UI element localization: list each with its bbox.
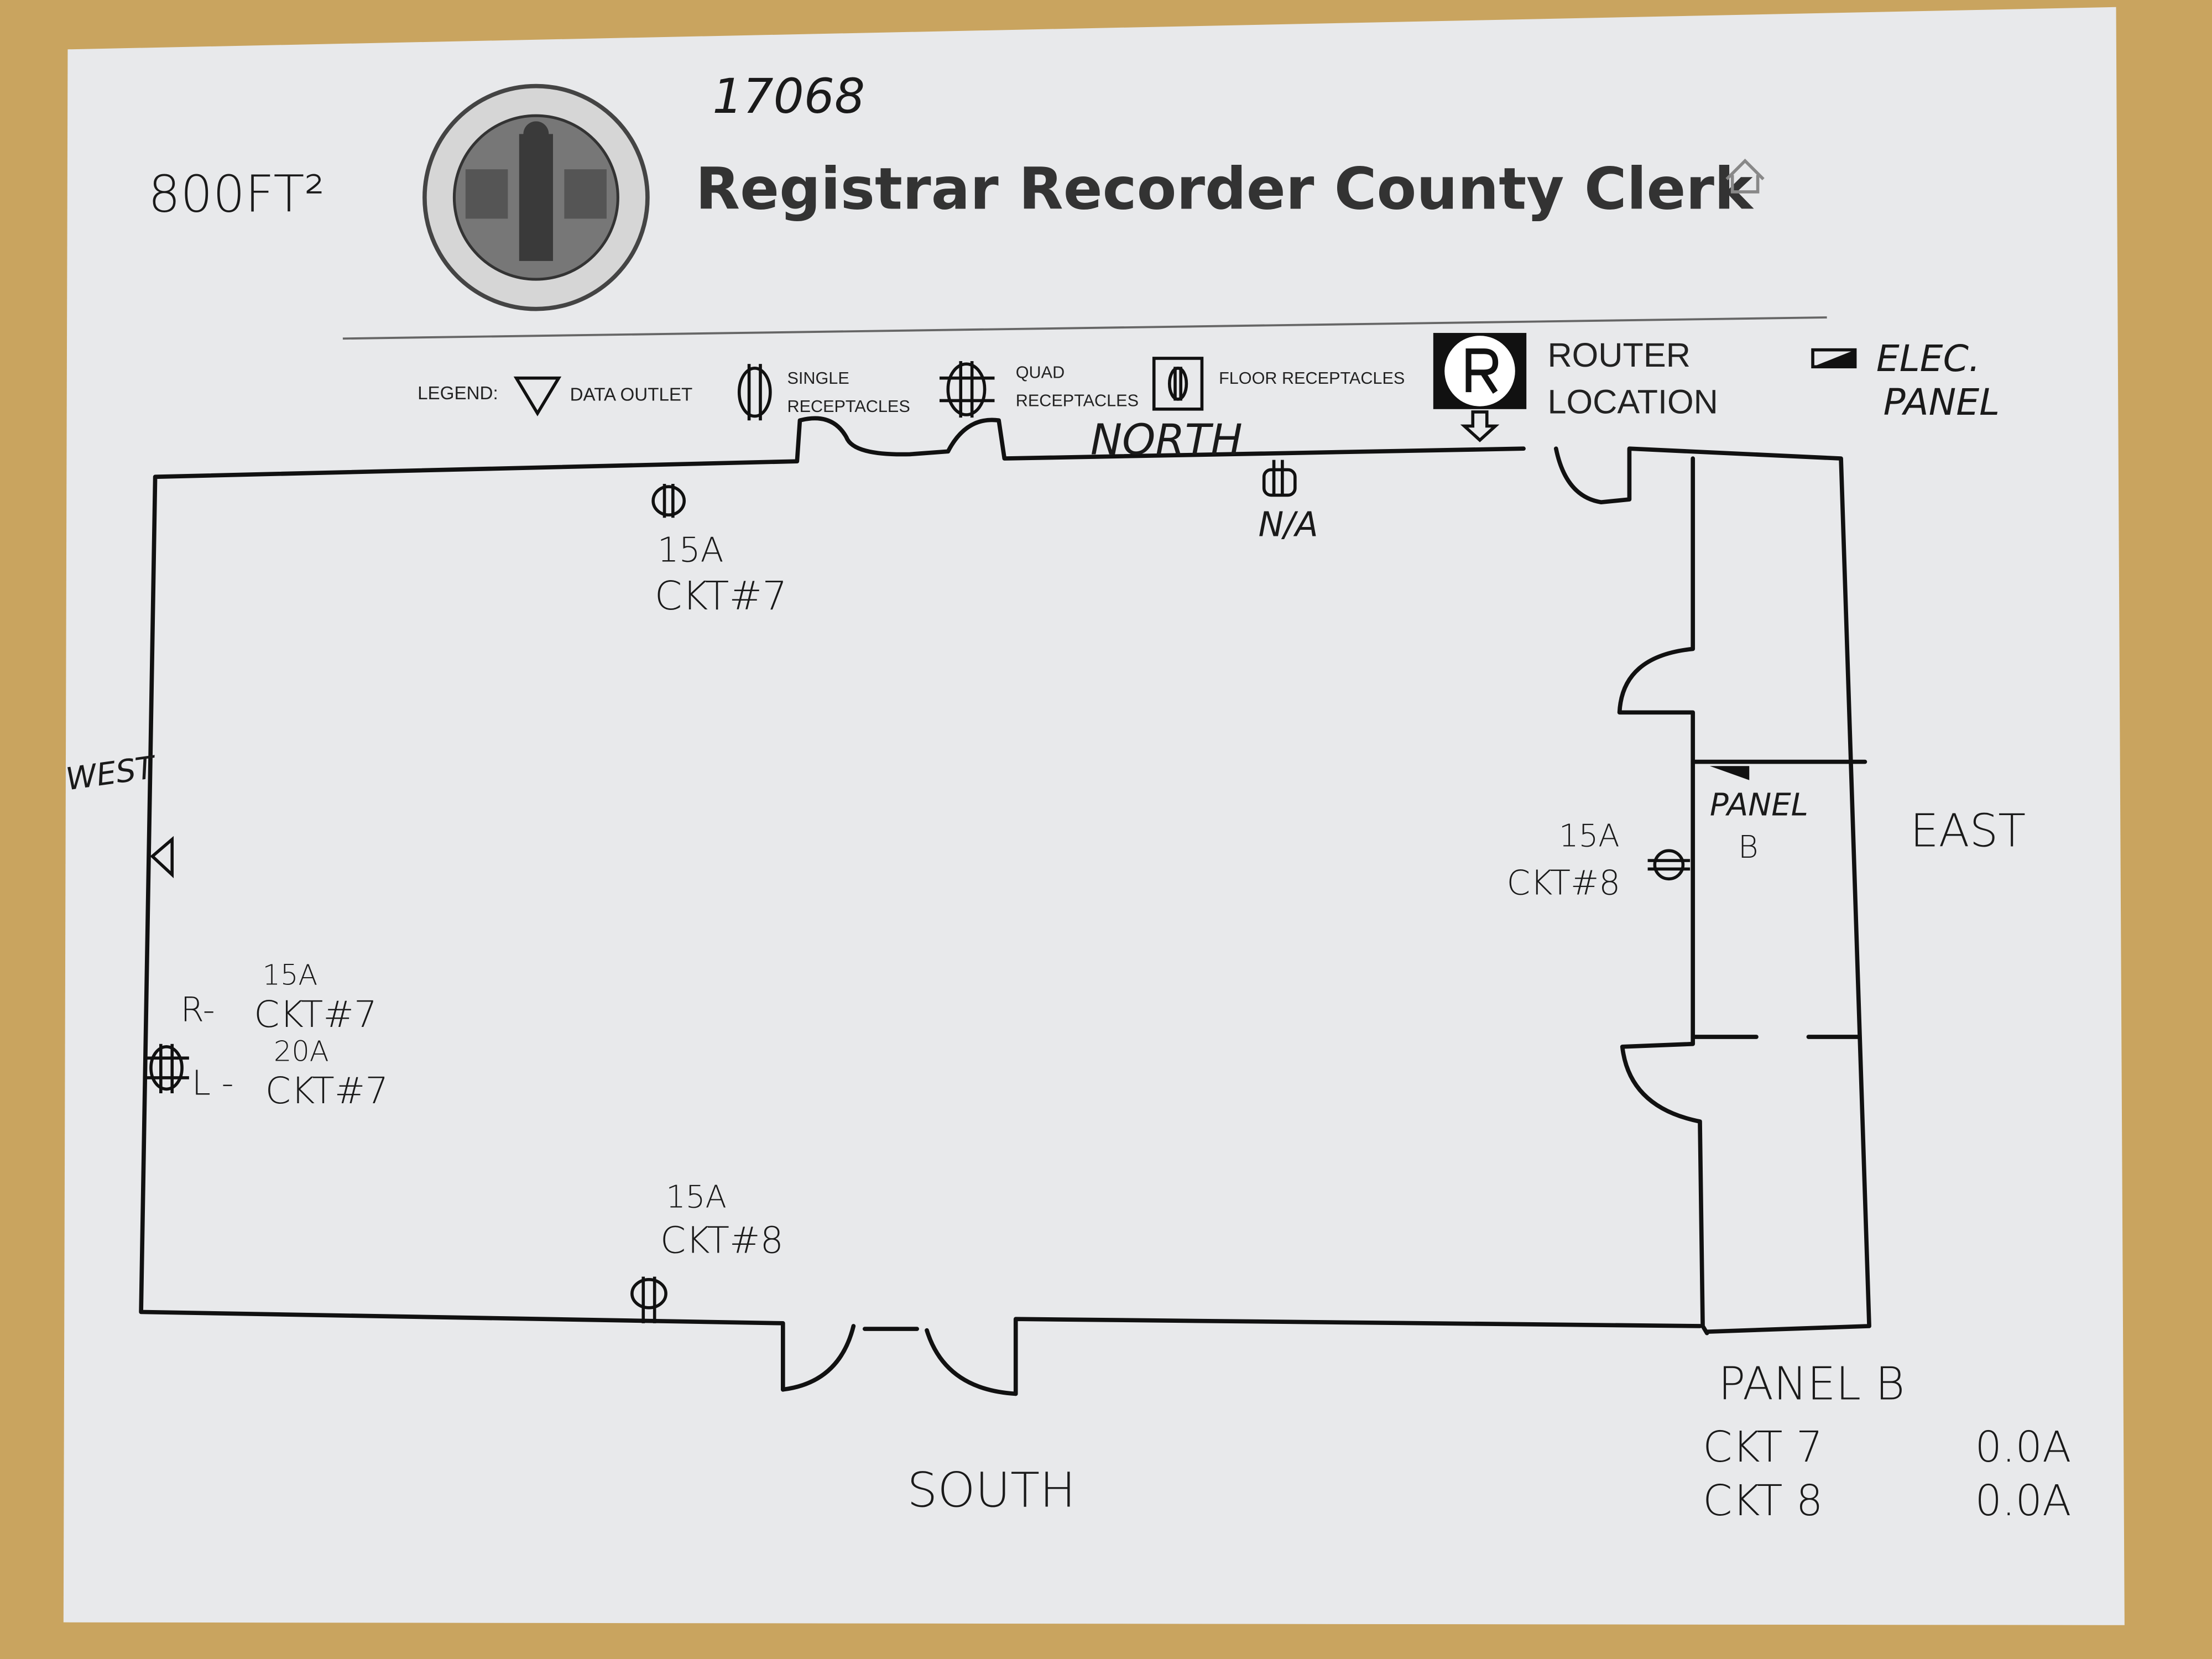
quad-receptacle-icon <box>939 361 995 418</box>
single-receptacle-icon <box>737 364 772 421</box>
legend-panel-line2: PANEL <box>1884 380 2000 424</box>
west-l-amp: 20A <box>274 1035 329 1068</box>
legend-data-outlet: DATA OUTLET <box>570 384 693 405</box>
legend-router-line1: ROUTER <box>1547 336 1690 374</box>
data-outlet-west <box>150 836 174 879</box>
south-amp: 15A <box>666 1180 727 1215</box>
panel-b-label-1: PANEL <box>1710 787 1808 823</box>
single-receptacle-south <box>630 1276 667 1323</box>
page-title: Registrar Recorder County Clerk <box>696 155 1754 223</box>
north-rec-ckt: CKT#7 <box>655 573 787 619</box>
legend-floor: FLOOR RECEPTACLES <box>1219 369 1405 388</box>
east-amp: 15A <box>1559 818 1620 854</box>
single-receptacle-north <box>651 484 686 518</box>
legend-quad-line1: QUAD <box>1016 363 1065 382</box>
quad-receptacle-west <box>144 1044 189 1094</box>
south-label: SOUTH <box>907 1462 1076 1518</box>
west-r-amp: 15A <box>262 959 317 992</box>
elec-panel-b-icon <box>1709 766 1750 780</box>
panel-b-label-2: B <box>1738 830 1759 865</box>
panel-row-ckt8-load: 0.0A <box>1975 1477 2071 1526</box>
panel-row-ckt7-load: 0.0A <box>1975 1423 2071 1472</box>
router-icon <box>1433 333 1527 442</box>
panel-table-title: PANEL B <box>1718 1358 1905 1411</box>
legend-panel-line1: ELEC. <box>1876 337 1980 380</box>
header-divider <box>342 316 1827 340</box>
legend-label: LEGEND: <box>418 383 498 404</box>
south-ckt: CKT#8 <box>660 1218 784 1261</box>
floor-receptacle-icon <box>1152 357 1204 411</box>
panel-row-ckt8: CKT 8 <box>1703 1477 1823 1526</box>
floor-receptacle-north <box>1262 460 1297 497</box>
east-room-wall <box>1617 456 1709 1335</box>
county-seal-logo <box>422 84 650 311</box>
east-room-partitions <box>1691 759 1867 1039</box>
paper-sheet <box>63 7 2125 1625</box>
east-ckt: CKT#8 <box>1506 863 1620 902</box>
south-doors <box>780 1324 1018 1396</box>
legend-single-line2: RECEPTACLES <box>787 397 910 416</box>
site-number: 17068 <box>712 69 865 124</box>
north-rec-amp: 15A <box>658 530 724 570</box>
legend-single-line1: SINGLE <box>787 369 849 388</box>
east-label: EAST <box>1910 805 2026 858</box>
west-r-label: R- <box>181 990 215 1030</box>
west-l-ckt: CKT#7 <box>265 1069 389 1112</box>
elec-panel-icon <box>1811 348 1857 369</box>
north-na-label: N/A <box>1259 505 1318 544</box>
panel-row-ckt7: CKT 7 <box>1703 1423 1823 1472</box>
north-label: NORTH <box>1091 415 1243 465</box>
west-r-ckt: CKT#7 <box>254 993 377 1036</box>
home-icon <box>1725 158 1765 194</box>
west-l-label: L - <box>192 1064 234 1103</box>
single-receptacle-east <box>1647 849 1691 881</box>
legend-quad-line2: RECEPTACLES <box>1016 392 1139 410</box>
area-label: 800FT² <box>148 165 325 224</box>
legend-router-line2: LOCATION <box>1547 383 1718 420</box>
data-outlet-icon <box>513 376 562 416</box>
room-outline <box>139 416 1871 1396</box>
